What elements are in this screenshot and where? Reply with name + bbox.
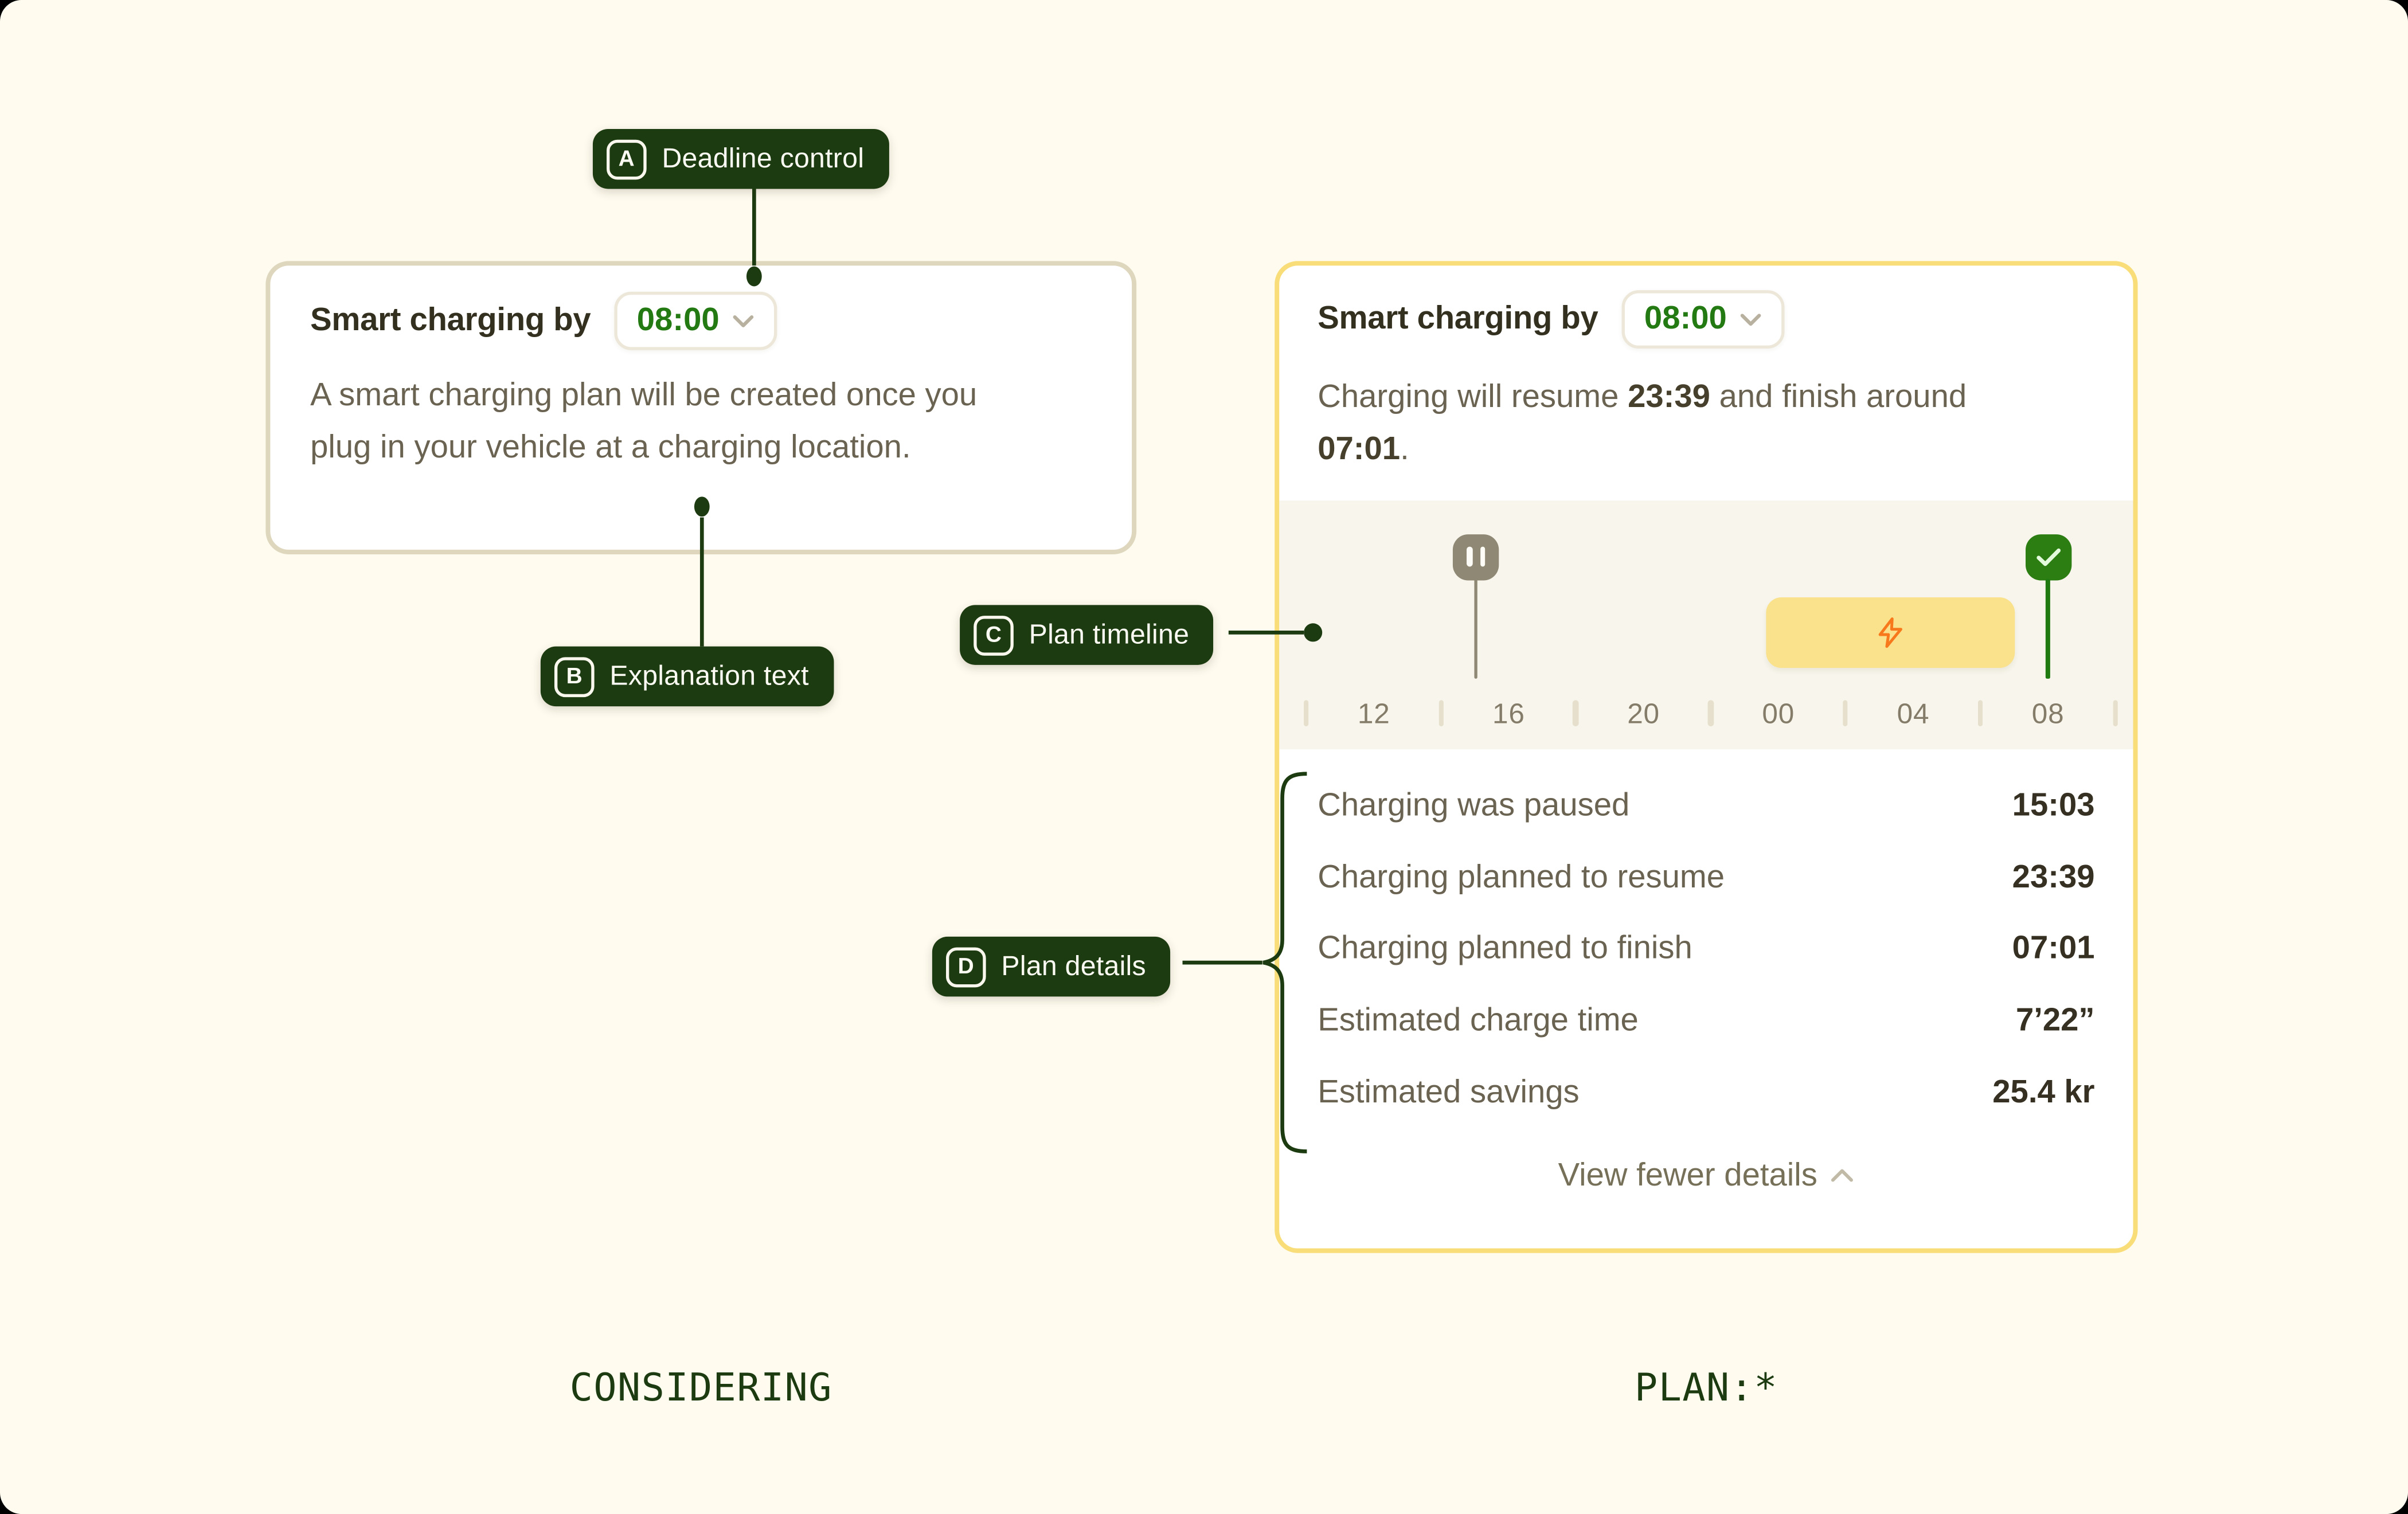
summary-middle: and finish around <box>1710 379 1967 415</box>
detail-row: Charging was paused 15:03 <box>1318 771 2094 843</box>
deadline-dropdown[interactable]: 08:00 <box>613 291 778 350</box>
detail-row: Charging planned to resume 23:39 <box>1318 842 2094 914</box>
deadline-marker-icon <box>2024 533 2071 580</box>
detail-label: Estimated savings <box>1318 1074 1580 1110</box>
chevron-down-icon <box>1741 313 1762 325</box>
callout-explanation-text: B Explanation text <box>540 646 834 707</box>
detail-label: Estimated charge time <box>1318 1003 1639 1038</box>
detail-value: 23:39 <box>2012 859 2095 895</box>
axis-tick <box>1707 700 1714 726</box>
chevron-up-icon <box>1832 1169 1854 1183</box>
pause-marker-stem <box>1473 578 1478 679</box>
callout-deadline-control: A Deadline control <box>592 128 889 189</box>
chevron-down-icon <box>733 314 755 327</box>
pause-marker-icon <box>1452 533 1499 580</box>
deadline-marker-stem <box>2046 578 2050 679</box>
summary-finish-time: 07:01 <box>1318 431 1401 467</box>
plan-summary-text: Charging will resume 23:39 and finish ar… <box>1279 371 2050 476</box>
detail-label: Charging was paused <box>1318 788 1630 824</box>
axis-label: 20 <box>1627 697 1660 730</box>
view-fewer-details-button[interactable]: View fewer details <box>1279 1158 2133 1195</box>
axis-tick <box>1573 700 1579 726</box>
deadline-time-value: 08:00 <box>1644 300 1727 337</box>
callout-plan-timeline: C Plan timeline <box>960 605 1214 665</box>
callout-d-label: Plan details <box>1001 950 1146 981</box>
check-icon <box>2035 547 2060 565</box>
detail-row: Estimated charge time 7’22” <box>1318 985 2094 1057</box>
axis-tick <box>1438 700 1444 726</box>
detail-label: Charging planned to finish <box>1318 931 1692 967</box>
state-label-considering: CONSIDERING <box>569 1365 832 1410</box>
considering-card-title: Smart charging by <box>310 302 591 338</box>
deadline-dropdown[interactable]: 08:00 <box>1621 290 1785 349</box>
callout-a-label: Deadline control <box>662 143 865 174</box>
view-fewer-details-label: View fewer details <box>1558 1157 1817 1194</box>
plan-details-list: Charging was paused 15:03 Charging plann… <box>1279 749 2133 1129</box>
axis-label: 12 <box>1357 697 1390 730</box>
detail-label: Charging planned to resume <box>1318 859 1725 895</box>
callout-c-badge: C <box>974 615 1014 655</box>
summary-resume-time: 23:39 <box>1628 379 1710 415</box>
callout-plan-details: D Plan details <box>932 936 1171 997</box>
considering-explanation-text: A smart charging plan will be created on… <box>310 377 978 465</box>
detail-value: 07:01 <box>2012 931 2095 967</box>
bolt-icon <box>1878 616 1902 647</box>
axis-label: 08 <box>2031 697 2065 730</box>
pause-icon <box>1467 546 1486 568</box>
plan-card: Smart charging by 08:00 Charging will re… <box>1275 261 2138 1253</box>
detail-value: 25.4 kr <box>1992 1074 2095 1110</box>
detail-row: Estimated savings 25.4 kr <box>1318 1057 2094 1129</box>
charging-window-block <box>1766 596 2015 667</box>
deadline-time-value: 08:00 <box>636 302 720 338</box>
axis-tick <box>1977 700 1983 726</box>
axis-tick <box>1303 700 1309 726</box>
callout-c-label: Plan timeline <box>1029 619 1190 650</box>
axis-label: 00 <box>1762 697 1795 730</box>
state-label-plan: PLAN:* <box>1634 1365 1778 1410</box>
axis-tick <box>1842 700 1848 726</box>
callout-d-badge: D <box>945 946 986 987</box>
summary-suffix: . <box>1400 431 1409 467</box>
plan-card-title: Smart charging by <box>1318 300 1598 337</box>
callout-b-label: Explanation text <box>609 660 809 691</box>
detail-row: Charging planned to finish 07:01 <box>1318 914 2094 985</box>
axis-label: 04 <box>1897 697 1930 730</box>
summary-prefix: Charging will resume <box>1318 379 1628 415</box>
axis-label: 16 <box>1492 697 1525 730</box>
callout-b-badge: B <box>554 656 595 697</box>
plan-timeline: 12 16 20 00 04 08 <box>1279 500 2133 750</box>
detail-value: 15:03 <box>2012 788 2095 824</box>
detail-value: 7’22” <box>2015 1003 2095 1038</box>
considering-card: Smart charging by 08:00 A smart charging… <box>265 261 1137 554</box>
axis-tick <box>2112 700 2118 726</box>
callout-a-badge: A <box>607 139 647 179</box>
